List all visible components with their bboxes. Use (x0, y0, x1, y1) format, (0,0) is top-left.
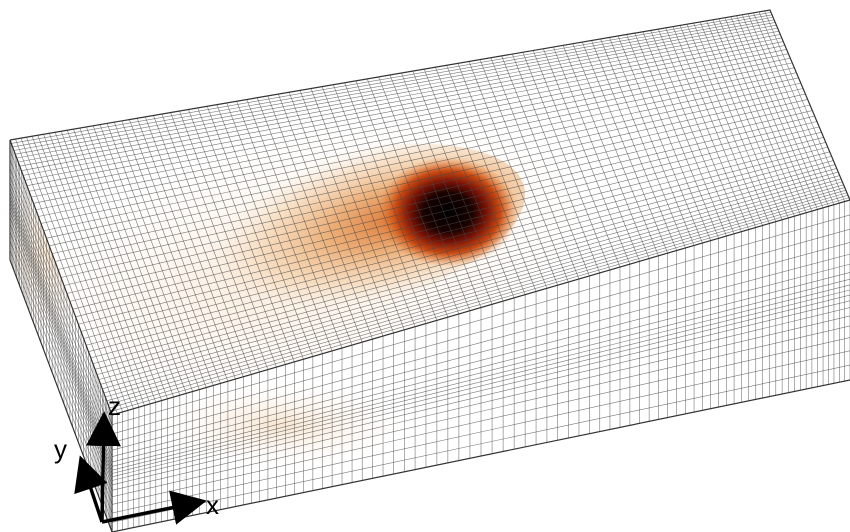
mesh-line (105, 187, 845, 398)
mesh-line (86, 151, 830, 346)
mesh-line (72, 126, 820, 310)
mesh-line (112, 263, 850, 457)
mesh-line (46, 77, 799, 239)
mesh-line (63, 110, 813, 286)
mesh-line (60, 104, 811, 278)
mesh-line (83, 146, 828, 339)
mesh-line (10, 223, 112, 497)
mesh-block (9, 9, 850, 532)
mesh-line (10, 159, 112, 435)
mesh-line (75, 131, 822, 318)
y-axis-arrow (74, 455, 108, 523)
mesh-line (28, 45, 785, 192)
mesh-line (112, 284, 850, 471)
mesh-line (11, 12, 772, 144)
mesh-line (103, 184, 844, 394)
mesh-line (80, 142, 826, 332)
mesh-line (108, 192, 848, 405)
mesh-line (112, 350, 850, 514)
mesh-line (112, 242, 850, 443)
mesh-line (10, 149, 112, 425)
mesh-left-grid (10, 140, 112, 532)
mesh-line (102, 181, 843, 390)
mesh-line (112, 253, 850, 451)
mesh-line (112, 214, 850, 425)
heat-core (378, 157, 518, 267)
mesh-line (19, 27, 778, 167)
mesh-line (112, 294, 850, 478)
mesh-line (23, 34, 781, 176)
heat-front (160, 385, 400, 465)
mesh-line (15, 19, 775, 155)
mesh-line (112, 228, 850, 435)
mesh-line (55, 93, 806, 262)
mesh-line (52, 88, 804, 254)
mesh-line (21, 30, 779, 171)
mesh-line (12, 14, 773, 148)
mesh-line (66, 115, 815, 294)
mesh-line (78, 137, 824, 325)
mesh-line (110, 197, 850, 412)
z-axis-arrow (85, 411, 121, 523)
mesh-line (38, 62, 793, 217)
mesh-line (33, 53, 789, 204)
mesh-line (13, 16, 774, 151)
mesh-line (69, 121, 818, 302)
mesh-line (112, 325, 850, 498)
mesh-line (98, 175, 840, 380)
mesh-line (112, 300, 850, 481)
mesh-line (106, 189, 846, 402)
axis-triad: x y z (54, 391, 219, 525)
mesh-line (10, 175, 112, 451)
y-axis-label: y (54, 434, 67, 464)
block-outline-lower (9, 140, 850, 532)
mesh-line (24, 37, 782, 181)
mesh-line (43, 72, 797, 232)
mesh-line (112, 289, 850, 474)
mesh-line (112, 337, 850, 505)
mesh-line (31, 49, 787, 198)
mesh-line (94, 168, 837, 370)
mesh-line (112, 315, 850, 491)
mesh-line (92, 164, 836, 365)
x-axis-arrow (101, 490, 207, 525)
block-outline (9, 9, 850, 416)
mesh-line (18, 24, 777, 163)
mesh-line (100, 178, 842, 385)
mesh-front-grid (112, 200, 850, 532)
mesh-line (96, 171, 839, 375)
mesh-line (57, 99, 808, 270)
mesh-line (49, 82, 801, 247)
mesh-line (112, 278, 850, 467)
mesh-line (112, 272, 850, 463)
z-axis-label: z (108, 391, 121, 421)
mesh-line (112, 364, 850, 523)
x-axis-label: x (206, 490, 219, 520)
mesh-line (40, 67, 795, 224)
mesh-line (16, 22, 776, 159)
mesh-line (26, 41, 784, 186)
mesh-line (88, 155, 832, 352)
mesh-line (112, 307, 850, 486)
mesh-line (10, 168, 112, 443)
mesh-line (109, 194, 849, 409)
mesh-line (90, 160, 834, 359)
mesh-line (35, 57, 791, 211)
